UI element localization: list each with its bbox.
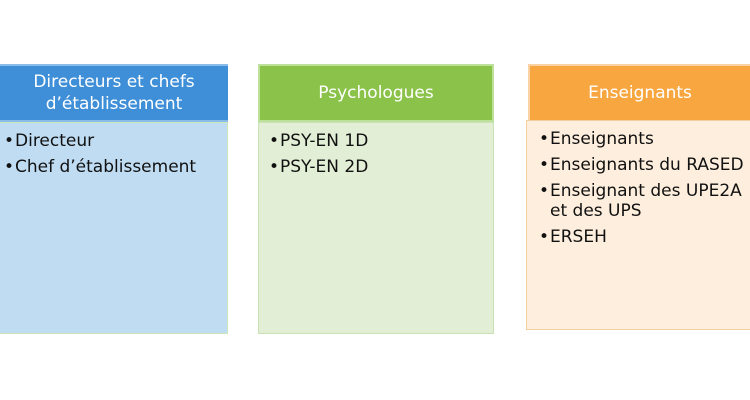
list-item: •ERSEH [539, 227, 746, 247]
item-list: •Directeur •Chef d’établissement [4, 131, 223, 177]
list-item: •Directeur [4, 131, 223, 151]
list-item: •PSY-EN 2D [269, 157, 489, 177]
list-item: •Enseignants du RASED [539, 155, 746, 175]
list-item-label: ERSEH [550, 227, 607, 247]
list-item: •Enseignants [539, 129, 746, 149]
bullet-icon: • [539, 129, 550, 149]
list-item-label: Enseignant des UPE2A et des UPS [550, 181, 742, 221]
column-body-directeurs: •Directeur •Chef d’établissement [0, 122, 228, 334]
column-title: Directeurs et chefs d’établissement [33, 72, 195, 114]
column-enseignants: Enseignants •Enseignants •Enseignants du… [526, 64, 750, 330]
column-title: Enseignants [588, 83, 692, 103]
list-item-label: Enseignants du RASED [550, 155, 744, 175]
item-list: •Enseignants •Enseignants du RASED •Ense… [531, 129, 746, 247]
list-item: •PSY-EN 1D [269, 131, 489, 151]
list-item: •Enseignant des UPE2A et des UPS [539, 181, 746, 221]
list-item-label: Enseignants [550, 129, 654, 149]
column-header-enseignants: Enseignants [528, 64, 750, 122]
bullet-icon: • [269, 131, 280, 151]
bullet-icon: • [269, 157, 280, 177]
column-title: Psychologues [318, 83, 434, 103]
bullet-icon: • [539, 181, 550, 201]
column-psychologues: Psychologues •PSY-EN 1D •PSY-EN 2D [258, 64, 494, 334]
column-header-directeurs: Directeurs et chefs d’établissement [0, 64, 228, 122]
bullet-icon: • [539, 227, 550, 247]
list-item-label: PSY-EN 2D [280, 157, 369, 177]
list-item-label: PSY-EN 1D [280, 131, 369, 151]
column-body-enseignants: •Enseignants •Enseignants du RASED •Ense… [526, 120, 750, 330]
column-header-psychologues: Psychologues [258, 64, 494, 122]
list-item-label: Directeur [15, 131, 95, 151]
bullet-icon: • [539, 155, 550, 175]
item-list: •PSY-EN 1D •PSY-EN 2D [263, 131, 489, 177]
list-item: •Chef d’établissement [4, 157, 223, 177]
bullet-icon: • [4, 157, 15, 177]
list-item-label: Chef d’établissement [15, 157, 197, 177]
column-body-psychologues: •PSY-EN 1D •PSY-EN 2D [258, 122, 494, 334]
column-directeurs: Directeurs et chefs d’établissement •Dir… [0, 64, 228, 334]
bullet-icon: • [4, 131, 15, 151]
